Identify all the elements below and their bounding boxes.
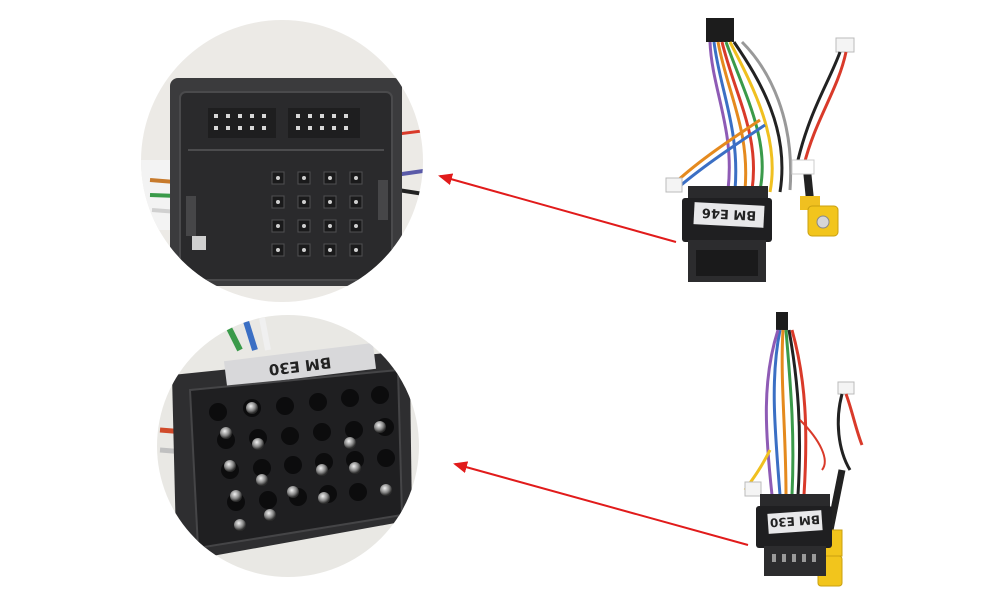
top-harness-label: BM E46: [702, 205, 757, 223]
bottom-zoom-circle: BM E30: [157, 315, 419, 577]
quadlock-connector: [170, 78, 402, 286]
bottom-pointer-arrow: [453, 461, 749, 546]
top-wiring-harness: BM E46: [665, 18, 855, 282]
round-pin-connector: BM E30: [172, 342, 412, 560]
top-zoom-circle: [141, 20, 423, 302]
top-pointer-arrow: [438, 173, 677, 243]
bottom-wiring-harness: BM E30: [743, 312, 864, 587]
bottom-harness-label: BM E30: [769, 512, 820, 529]
